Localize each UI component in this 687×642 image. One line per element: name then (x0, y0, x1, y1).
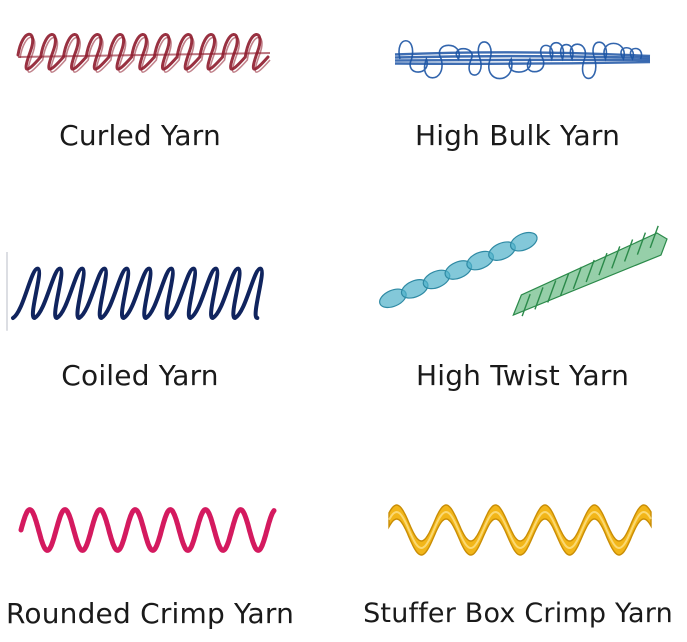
rounded-crimp-yarn-illustration (18, 507, 277, 553)
coiled-yarn-illustration (6, 252, 264, 331)
stuffer-box-crimp-yarn-label: Stuffer Box Crimp Yarn (363, 598, 673, 629)
curled-yarn-illustration (16, 32, 271, 73)
coiled-yarn-label: Coiled Yarn (61, 359, 219, 392)
high-bulk-yarn-illustration (394, 40, 651, 80)
high-twist-yarn-illustration (379, 225, 668, 317)
stuffer-box-crimp-yarn-illustration (388, 504, 652, 556)
curled-yarn-label: Curled Yarn (59, 119, 221, 152)
rounded-crimp-yarn-label: Rounded Crimp Yarn (5, 597, 295, 630)
high-twist-yarn-label: High Twist Yarn (415, 359, 630, 392)
high-bulk-yarn-label: High Bulk Yarn (414, 119, 621, 152)
